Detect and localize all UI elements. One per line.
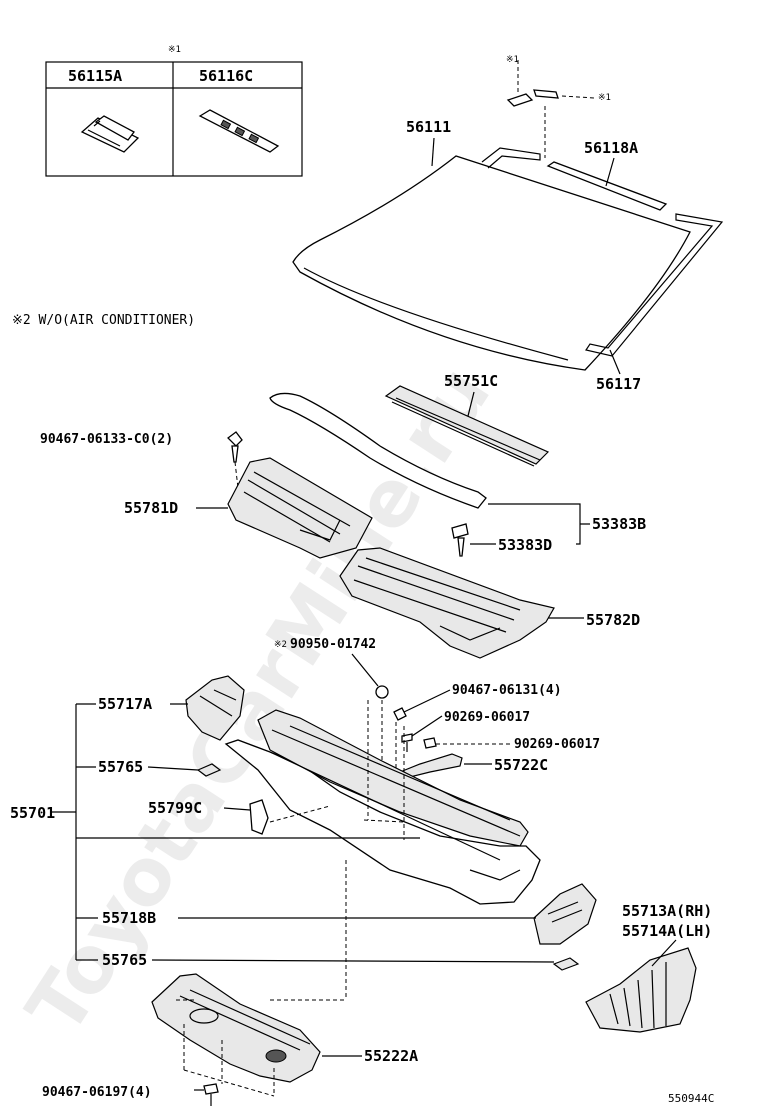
- label-90467-06197: 90467-06197(4): [42, 1085, 152, 1100]
- label-56111: 56111: [406, 118, 451, 136]
- label-55722C: 55722C: [494, 756, 548, 774]
- label-55714A: 55714A(LH): [622, 922, 712, 940]
- grommet-90950-icon: [375, 685, 389, 699]
- label-55718B: 55718B: [102, 909, 156, 927]
- marker-1a: ※1: [506, 55, 519, 65]
- bracket-55718B: [533, 883, 597, 945]
- strip-56116C-icon: [198, 109, 280, 153]
- clips-top: [506, 60, 595, 158]
- screw-90269-b-icon: [423, 737, 437, 749]
- group-bracket-55701: [52, 703, 420, 961]
- label-55781D: 55781D: [124, 499, 178, 517]
- seal-53383B: [269, 392, 487, 509]
- label-55751C: 55751C: [444, 372, 498, 390]
- windshield-glass-56111: [292, 155, 691, 371]
- note-without-ac: ※2 W/O(AIR CONDITIONER): [12, 313, 195, 328]
- watermark: ToyotaCarMine.ru: [10, 351, 508, 1050]
- clip-90467-06133-icon: [227, 431, 243, 463]
- label-90269-06017-b: 90269-06017: [514, 737, 600, 752]
- cowl-louver-55782D: [339, 547, 555, 659]
- cowl-panel-55222A: [151, 973, 321, 1083]
- marker-2: ※2: [274, 640, 287, 650]
- label-55222A: 55222A: [364, 1047, 418, 1065]
- moulding-56118A: [546, 161, 668, 211]
- label-90950-01742: 90950-01742: [290, 637, 376, 652]
- cowl-louver-55781D: [227, 457, 373, 559]
- dashed-locator-lines: [176, 700, 405, 1097]
- label-56118A: 56118A: [584, 139, 638, 157]
- label-55765-a: 55765: [98, 758, 143, 776]
- label-90269-06017-a: 90269-06017: [444, 710, 530, 725]
- label-55782D: 55782D: [586, 611, 640, 629]
- label-56117: 56117: [596, 375, 641, 393]
- label-90467-06131: 90467-06131(4): [452, 683, 562, 698]
- inset-col-56115A: 56115A: [68, 67, 122, 85]
- clip-56115A-icon: [80, 115, 140, 153]
- bracket-55717A: [185, 675, 245, 741]
- label-53383B: 53383B: [592, 515, 646, 533]
- bracket-55799C: [249, 799, 269, 835]
- cowl-top-panel-55701: [224, 709, 541, 905]
- label-55799C: 55799C: [148, 799, 202, 817]
- label-55717A: 55717A: [98, 695, 152, 713]
- inset-table: ※1 56115A 56116C: [45, 45, 303, 177]
- pad-55765-b: [552, 957, 580, 971]
- panel-55751C: [384, 385, 550, 467]
- label-55765-b: 55765: [102, 951, 147, 969]
- label-53383D: 53383D: [498, 536, 552, 554]
- clip-90467-06197-icon: [203, 1083, 219, 1106]
- marker-1b: ※1: [598, 93, 611, 103]
- label-55713A: 55713A(RH): [622, 902, 712, 920]
- inset-col-56116C: 56116C: [199, 67, 253, 85]
- clip-90467-06131-icon: [393, 707, 407, 721]
- label-55701: 55701: [10, 804, 55, 822]
- label-90467-06133: 90467-06133-C0(2): [40, 432, 173, 447]
- moulding-56117: [481, 147, 724, 357]
- side-panel-55713A-55714A: [585, 947, 697, 1033]
- figure-code: 550944C: [668, 1092, 714, 1105]
- inset-marker: ※1: [168, 45, 181, 55]
- clip-53383D-icon: [451, 523, 469, 557]
- pad-55765-a: [196, 763, 222, 777]
